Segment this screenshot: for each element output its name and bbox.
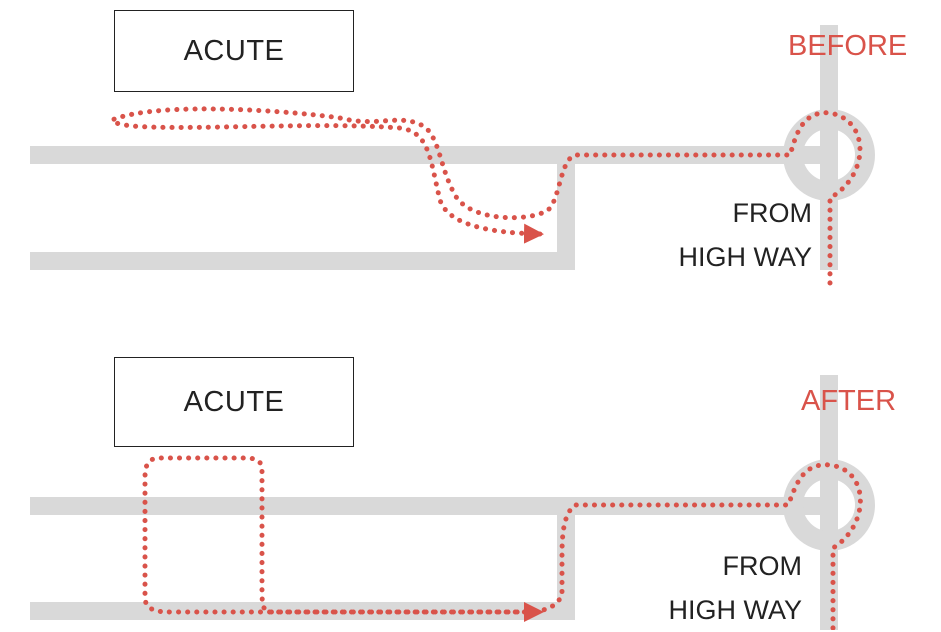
before-panel	[30, 25, 875, 286]
before-source-line2: HIGH WAY	[678, 242, 813, 272]
after-road-upper	[30, 497, 830, 515]
before-acute-box: ACUTE	[114, 10, 354, 92]
after-source-line1: FROM	[722, 551, 802, 581]
before-road-upper	[30, 146, 830, 164]
after-acute-box: ACUTE	[114, 357, 354, 447]
before-road-lower	[30, 252, 575, 270]
before-roads	[30, 25, 875, 270]
after-source-line2: HIGH WAY	[668, 595, 803, 625]
before-highway-vertical	[820, 25, 838, 270]
after-route-path	[142, 455, 863, 630]
after-state-label: AFTER	[801, 385, 897, 417]
before-source-line1: FROM	[732, 198, 812, 228]
after-acute-label: ACUTE	[183, 385, 285, 418]
before-source-label: FROM HIGH WAY	[679, 191, 813, 279]
before-route-path	[108, 106, 863, 286]
before-roundabout	[783, 109, 875, 201]
after-panel	[30, 375, 875, 630]
before-state-label: BEFORE	[788, 30, 908, 62]
after-road-lower	[30, 602, 575, 620]
before-acute-label: ACUTE	[183, 34, 285, 67]
after-source-label: FROM HIGH WAY	[669, 544, 803, 632]
after-roundabout	[783, 459, 875, 551]
